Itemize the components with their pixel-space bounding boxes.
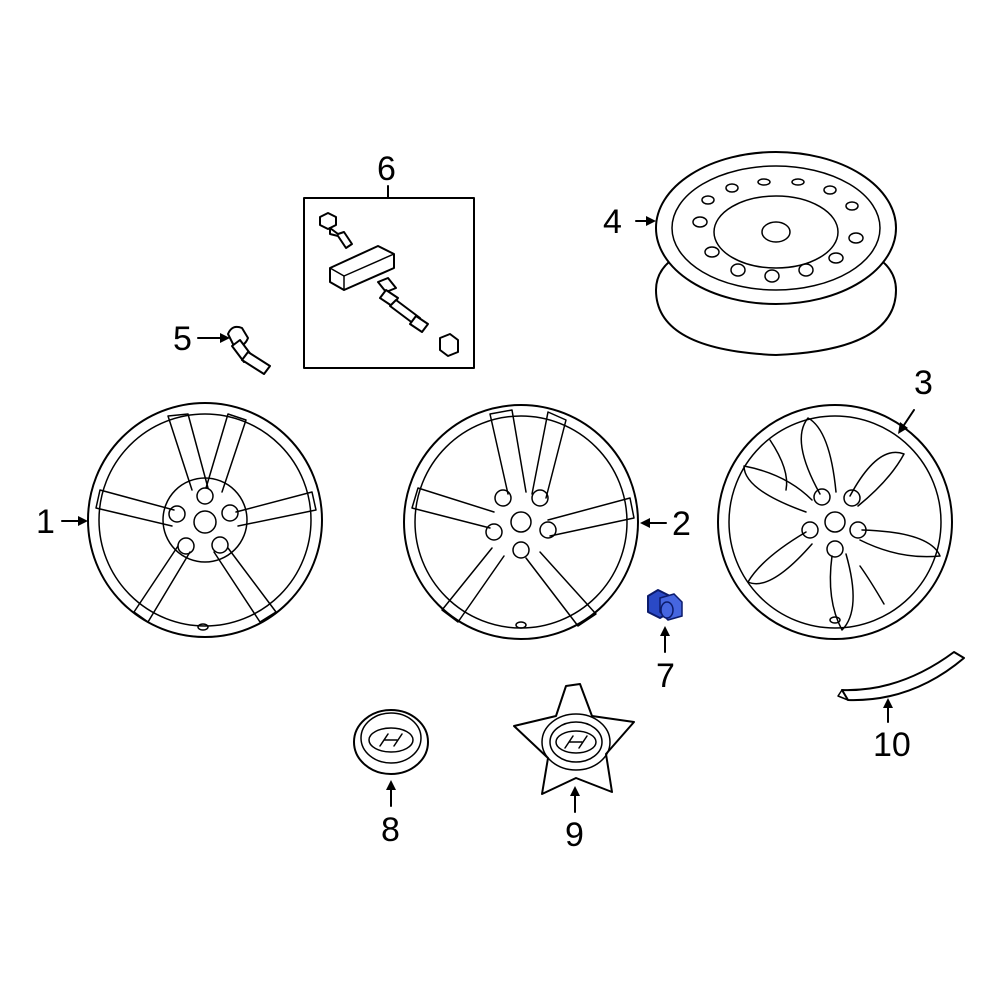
tpms-kit-box[interactable] xyxy=(303,185,475,369)
wheel-b-part[interactable] xyxy=(403,404,667,640)
center-cap-round-part[interactable] xyxy=(353,709,429,807)
lug-nut-part[interactable] xyxy=(647,589,683,653)
callout-2[interactable]: 2 xyxy=(672,505,691,543)
callout-8[interactable]: 8 xyxy=(381,811,400,849)
callout-9[interactable]: 9 xyxy=(565,816,584,854)
callout-3[interactable]: 3 xyxy=(914,364,933,402)
callout-1[interactable]: 1 xyxy=(36,503,55,541)
callout-4[interactable]: 4 xyxy=(603,203,622,241)
spare-wheel-part[interactable] xyxy=(635,151,897,356)
callout-6[interactable]: 6 xyxy=(377,150,396,188)
valve-stem-part[interactable] xyxy=(197,325,271,375)
callout-10[interactable]: 10 xyxy=(873,726,911,764)
wheel-c-spokes xyxy=(743,417,941,631)
callout-7[interactable]: 7 xyxy=(656,657,675,695)
wheel-a-part[interactable] xyxy=(61,402,323,638)
callout-5[interactable]: 5 xyxy=(173,320,192,358)
wheel-b-spokes xyxy=(411,409,635,627)
wheel-c-part[interactable] xyxy=(717,404,953,640)
wheel-a-spokes xyxy=(95,413,317,623)
trim-molding-part[interactable] xyxy=(837,651,965,723)
spare-wheel-holes xyxy=(692,178,864,283)
center-cap-star-part[interactable] xyxy=(513,683,635,813)
